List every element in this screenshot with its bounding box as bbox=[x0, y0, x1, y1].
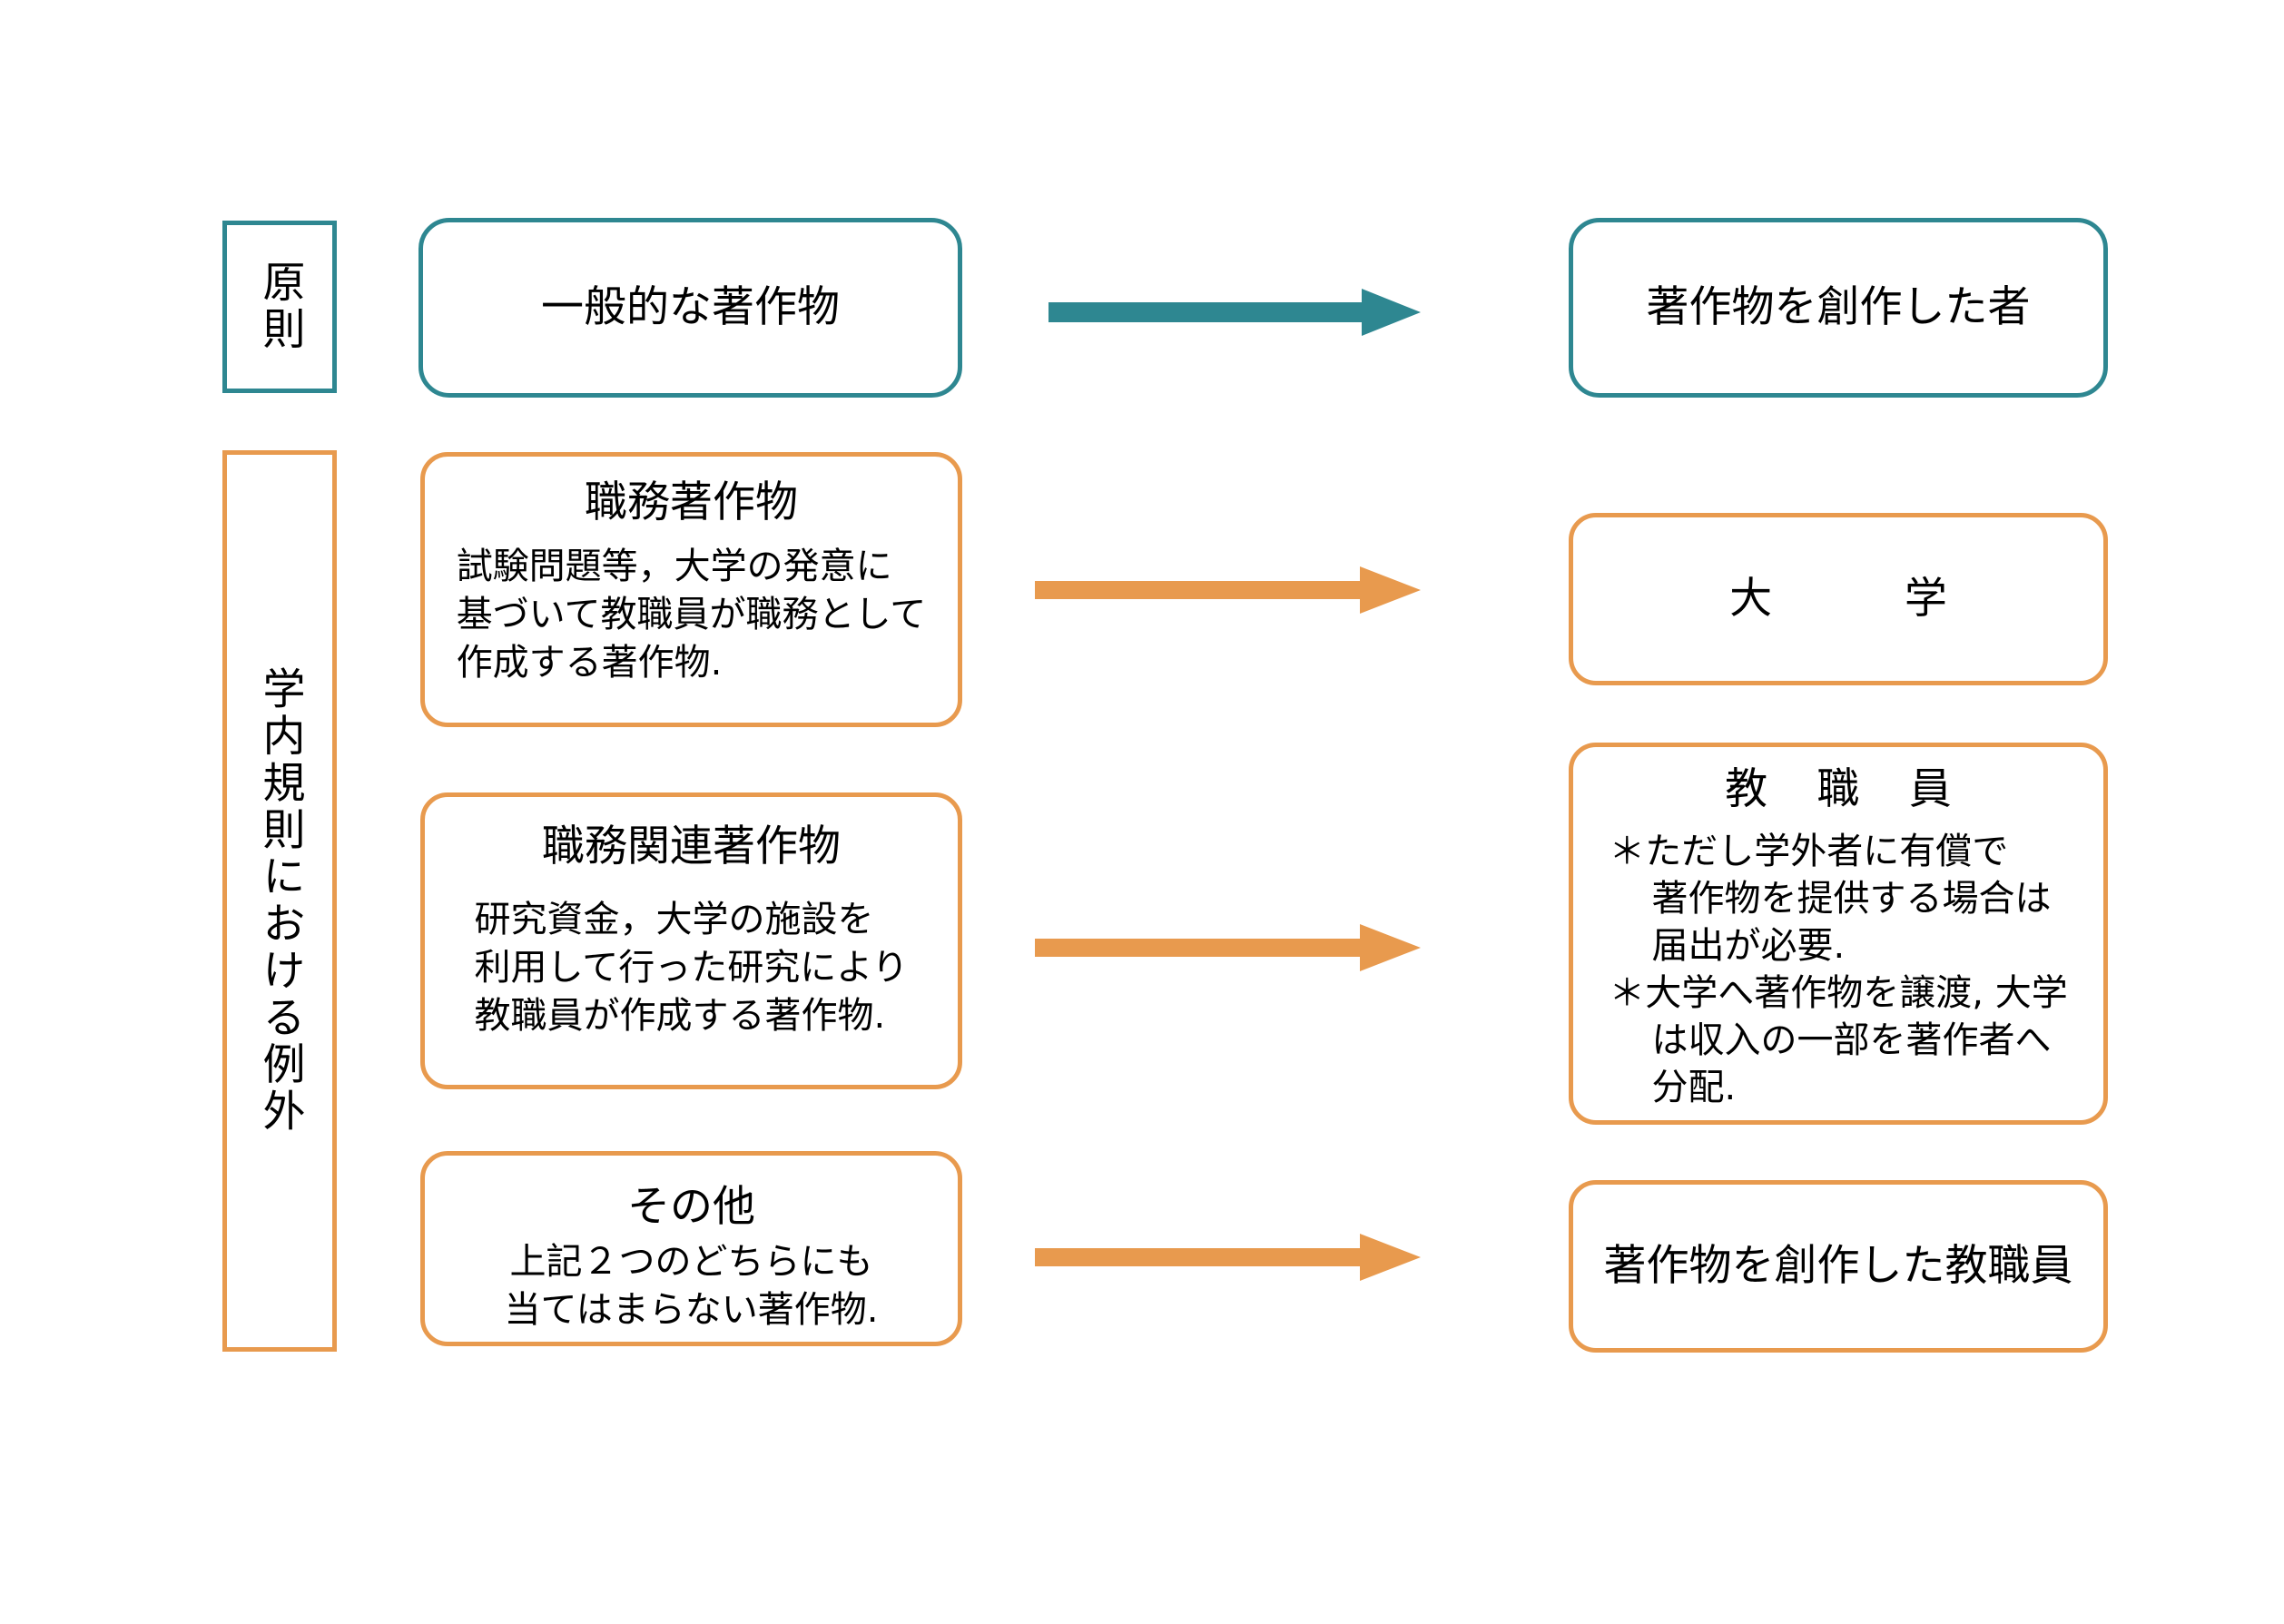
arrow-general-work bbox=[1048, 289, 1421, 336]
source-title-work-for-hire: 職務著作物 bbox=[585, 477, 798, 527]
target-title-general-work: 著作物を創作した者 bbox=[1646, 281, 2031, 332]
target-title-work-related: 教 職 員 bbox=[1725, 764, 1970, 814]
target-box-general-work: 著作物を創作した者 bbox=[1569, 218, 2108, 398]
arrow-work-for-hire bbox=[1035, 566, 1421, 614]
category-label-principle: 原則 bbox=[254, 260, 305, 354]
category-column-exception: 学内規則における例外 bbox=[222, 450, 337, 1352]
source-body-work-for-hire: 試験問題等，大学の発意に 基づいて教職員が職務として 作成する著作物. bbox=[456, 545, 927, 684]
target-notes-work-related: ＊ただし学外者に有償で 著作物を提供する場合は 届出が必要. ＊大学へ著作物を譲… bbox=[1609, 828, 2067, 1111]
source-title-general-work: 一般的な著作物 bbox=[541, 281, 840, 332]
target-box-work-related: 教 職 員 ＊ただし学外者に有償で 著作物を提供する場合は 届出が必要. ＊大学… bbox=[1569, 743, 2108, 1125]
arrow-other bbox=[1035, 1234, 1421, 1281]
target-title-other: 著作物を創作した教職員 bbox=[1603, 1240, 2073, 1291]
target-note-item: ＊大学へ著作物を譲渡, 大学 は収入の一部を著作者へ 分配. bbox=[1609, 971, 2068, 1108]
source-body-other: 上記２つのどちらにも 当てはまらない著作物. bbox=[504, 1240, 879, 1331]
arrow-work-related bbox=[1035, 924, 1421, 971]
source-box-work-for-hire: 職務著作物 試験問題等，大学の発意に 基づいて教職員が職務として 作成する著作物… bbox=[420, 452, 962, 727]
source-title-other: その他 bbox=[627, 1182, 755, 1232]
category-label-exception: 学内規則における例外 bbox=[254, 666, 305, 1136]
source-box-other: その他 上記２つのどちらにも 当てはまらない著作物. bbox=[420, 1151, 962, 1346]
source-body-work-related: 研究資金，大学の施設を 利用して行った研究により 教職員が作成する著作物. bbox=[474, 898, 909, 1038]
target-title-work-for-hire: 大 学 bbox=[1729, 573, 1993, 624]
source-box-general-work: 一般的な著作物 bbox=[418, 218, 962, 398]
target-note-item: ＊ただし学外者に有償で 著作物を提供する場合は 届出が必要. bbox=[1609, 830, 2052, 967]
target-box-work-for-hire: 大 学 bbox=[1569, 513, 2108, 685]
source-box-work-related: 職務関連著作物 研究資金，大学の施設を 利用して行った研究により 教職員が作成す… bbox=[420, 792, 962, 1089]
source-title-work-related: 職務関連著作物 bbox=[542, 822, 841, 871]
category-column-principle: 原則 bbox=[222, 221, 337, 393]
target-box-other: 著作物を創作した教職員 bbox=[1569, 1180, 2108, 1353]
